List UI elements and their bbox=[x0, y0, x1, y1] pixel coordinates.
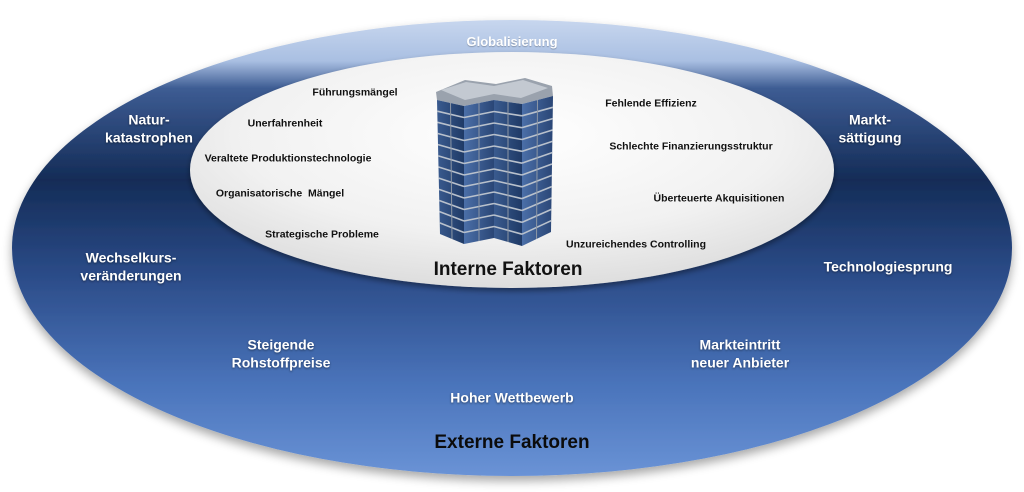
interne-faktoren-title: Interne Faktoren bbox=[433, 259, 583, 281]
wechselkursveraenderungen-label: Wechselkurs- veränderungen bbox=[80, 250, 181, 285]
schlechte-finanzierungsstruktur-label: Schlechte Finanzierungsstruktur bbox=[609, 140, 773, 153]
ueberteuerte-akquisitionen-label: Überteuerte Akquisitionen bbox=[653, 192, 785, 205]
steigende-rohstoffpreise-label: Steigende Rohstoffpreise bbox=[232, 337, 331, 372]
globalisierung-label: Globalisierung bbox=[466, 33, 558, 49]
building-mullion-line bbox=[450, 102, 453, 240]
unerfahrenheit-label: Unerfahrenheit bbox=[247, 117, 323, 130]
item-text: Natur- katastrophen bbox=[105, 111, 193, 146]
externe-faktoren-title: Externe Faktoren bbox=[434, 432, 590, 454]
item-text: Steigende Rohstoffpreise bbox=[231, 336, 331, 371]
organisatorische-maengel-label: Organisatorische Mängel bbox=[215, 187, 345, 200]
item-text: Wechselkurs- veränderungen bbox=[80, 249, 182, 284]
hoher-wettbewerb-label: Hoher Wettbewerb bbox=[450, 389, 574, 406]
office-building-icon bbox=[436, 78, 554, 246]
technologiesprung-label: Technologiesprung bbox=[823, 258, 953, 275]
fehlende-effizienz-label: Fehlende Effizienz bbox=[605, 97, 697, 110]
unzureichendes-controlling-label: Unzureichendes Controlling bbox=[565, 238, 707, 251]
naturkatastrophen-label: Natur- katastrophen bbox=[105, 112, 193, 147]
fuehrungsmaengel-label: Führungsmängel bbox=[312, 86, 398, 99]
marktsaettigung-label: Markt- sättigung bbox=[839, 112, 902, 147]
item-text: Markteintritt neuer Anbieter bbox=[690, 336, 790, 371]
markteintritt-label: Markteintritt neuer Anbieter bbox=[691, 337, 789, 372]
building-mullion-line bbox=[536, 99, 538, 240]
item-text: Markt- sättigung bbox=[838, 111, 902, 146]
strategische-probleme-label: Strategische Probleme bbox=[265, 228, 379, 241]
veraltete-produktionstechnologie-label: Veraltete Produktionstechnologie bbox=[204, 152, 372, 165]
